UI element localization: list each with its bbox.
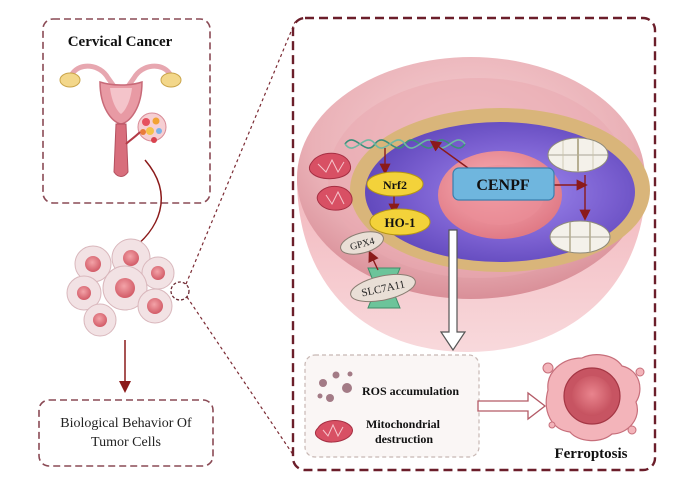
tumor-cell-cluster <box>66 238 175 337</box>
ho1-label: HO-1 <box>384 215 415 230</box>
behavior-label-line2: Tumor Cells <box>91 435 161 450</box>
ferroptosis-label: Ferroptosis <box>554 446 627 462</box>
zoom-line-top <box>185 21 296 285</box>
behavior-label-line1: Biological Behavior Of <box>60 416 192 431</box>
cervical-cancer-title: Cervical Cancer <box>68 34 173 50</box>
mitotic-spindle-1 <box>547 137 609 173</box>
gpx4-node <box>340 231 384 255</box>
ros-icon <box>317 371 353 402</box>
mitotic-spindle-2 <box>549 220 611 254</box>
ros-label: ROS accumulation <box>362 384 459 398</box>
dna-helix <box>344 139 466 149</box>
cenpf-label: CENPF <box>476 177 530 194</box>
ferroptotic-cell <box>542 354 645 442</box>
uterus-illustration <box>59 63 182 177</box>
arrow-to-ferroptosis <box>477 391 547 421</box>
cenpf-node <box>452 167 555 201</box>
nrf2-node <box>366 171 424 197</box>
zoom-indicator-circle <box>170 281 190 301</box>
mito-label-line1: Mitochondrial <box>366 417 441 431</box>
mitochondria-destruction-icon <box>314 420 353 443</box>
ho1-node <box>369 208 431 236</box>
slc7a11-node <box>350 273 416 303</box>
arrow-to-outcomes <box>439 229 467 352</box>
nrf2-label: Nrf2 <box>383 178 407 192</box>
mito-label-line2: destruction <box>375 432 433 446</box>
behavior-box <box>38 399 214 467</box>
mitochondria-cluster <box>308 152 353 211</box>
